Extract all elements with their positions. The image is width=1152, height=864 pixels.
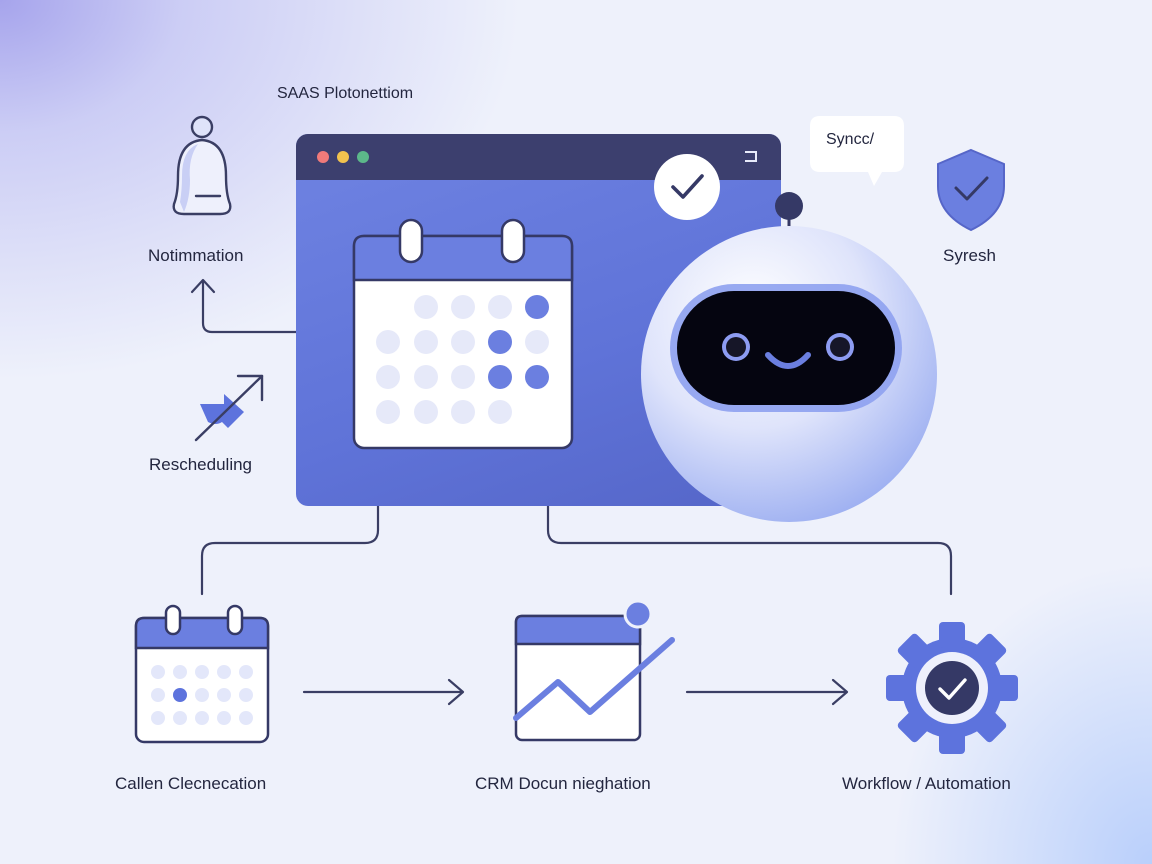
notification-label: Notimmation	[148, 246, 244, 265]
calendar-step-label: Callen Clecnecation	[115, 774, 267, 793]
connector-workflow-step	[546, 448, 953, 596]
arrowhead-crm	[447, 678, 465, 706]
gear-check-icon	[886, 622, 1018, 754]
trend-chart-icon	[513, 599, 675, 742]
reschedule-arrow-icon	[194, 374, 264, 442]
sync-bubble-label: Syncc/	[826, 131, 875, 148]
sync-bubble	[810, 116, 904, 186]
window-close-button[interactable]	[317, 151, 329, 163]
check-icon	[654, 154, 720, 220]
arrowhead-workflow	[831, 678, 849, 706]
security-label: Syresh	[943, 246, 996, 265]
window-minimize-button[interactable]	[337, 151, 349, 163]
crm-step-label: CRM Docun nieghation	[475, 774, 651, 793]
window-maximize-button[interactable]	[357, 151, 369, 163]
shield-check-icon	[937, 148, 1005, 232]
arrowhead-notification	[190, 278, 216, 294]
calendar-icon	[134, 604, 270, 744]
calendar-day-grid	[376, 295, 549, 424]
window-menu-icon[interactable]	[745, 151, 757, 162]
robot-assistant-icon	[641, 192, 937, 522]
bell-icon	[172, 115, 232, 216]
rescheduling-label: Rescheduling	[149, 455, 253, 474]
page-title: SAAS Plotonettiom	[277, 85, 414, 102]
connector-calendar-step	[200, 448, 380, 596]
calendar-widget	[352, 218, 574, 450]
workflow-step-label: Workflow / Automation	[842, 774, 1011, 793]
connector-notification	[201, 280, 328, 334]
